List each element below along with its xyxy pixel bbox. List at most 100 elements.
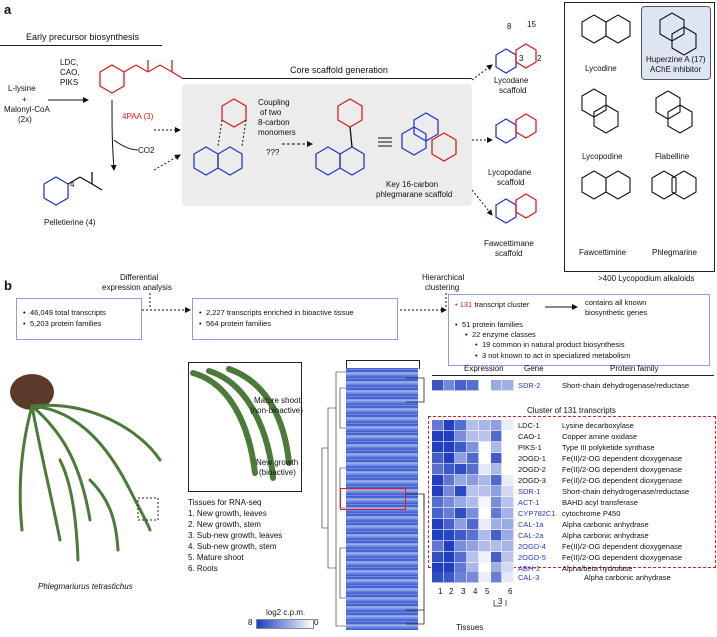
heatmap-cell (490, 530, 503, 541)
heatmap-cell (432, 453, 444, 464)
cluster-gene-name: CAL-1a (518, 520, 544, 529)
heatmap-cell (467, 530, 479, 541)
tissue-2: 2. New growth, stem (188, 520, 261, 529)
heatmap-cell (443, 475, 456, 486)
header-expression: Expression (464, 364, 504, 373)
box3-unknown: 3 not known to act in specialized metabo… (475, 350, 630, 361)
alkaloid-structures (581, 12, 697, 200)
cluster-gene-name: ACT-1 (518, 498, 540, 507)
cluster-gene-name: LDC-1 (518, 421, 540, 430)
cluster-gene-family: Fe(II)/2-OG dependent dioxygenase (562, 465, 683, 474)
tissue-6: 6. Roots (188, 564, 218, 573)
cluster-gene-family: Lysine decarboxylase (562, 421, 634, 430)
atom-8: 8 (507, 22, 512, 31)
zoom-lines (406, 377, 425, 625)
heatmap-row (432, 464, 515, 475)
heatmap-cell (455, 475, 468, 486)
cluster-rest: transcript cluster (472, 300, 530, 309)
heatmap-cell (502, 486, 515, 497)
cluster-gene-name: 2OGD-1 (518, 454, 546, 463)
heatmap-cell (478, 519, 491, 530)
heatmap-cell (443, 508, 456, 519)
heatmap-cell (443, 552, 456, 563)
plant-name: Phlegmariurus tetrastichus (38, 582, 133, 591)
heatmap-cell (490, 453, 503, 464)
heatmap-cell (432, 380, 444, 391)
heatmap-cell (478, 380, 491, 391)
heatmap-cell (455, 552, 468, 563)
heatmap-cell (432, 431, 444, 442)
heatmap-cell (490, 442, 503, 453)
heatmap-cell (490, 475, 503, 486)
heatmap-cell (432, 475, 444, 486)
heatmap-cell (502, 420, 515, 431)
alkaloid-box (564, 2, 715, 272)
scaffold-fawcettimane-sub: scaffold (495, 249, 523, 258)
heatmap-cell (432, 486, 444, 497)
scale-bar (256, 619, 314, 629)
heatmap-cell (490, 486, 503, 497)
box2-transcripts: 2,227 transcripts enriched in bioactive … (199, 307, 397, 318)
heatmap-cell (443, 541, 456, 552)
alkaloid-lycopodine: Lycopodine (582, 152, 623, 161)
alkaloid-lycodine: Lycodine (585, 64, 617, 73)
heatmap-cell (443, 497, 456, 508)
heatmap-cell (502, 497, 515, 508)
heatmap-cell (443, 530, 456, 541)
heatmap-cell (502, 464, 515, 475)
heatmap-cluster (432, 420, 515, 574)
enzyme-cao: CAO, (60, 68, 80, 77)
heatmap-cell (455, 572, 468, 583)
cluster-gene-name: 2OGD-3 (518, 476, 546, 485)
tissue-tick-label: 3 (461, 587, 466, 596)
heatmap-cell (502, 380, 515, 391)
tissue-5: 5. Mature shoot (188, 553, 244, 562)
pelletierine-label: Pelletierine (4) (44, 218, 96, 227)
heatmap-cell (467, 431, 479, 442)
heatmap-cell (478, 497, 491, 508)
tissue-tick-label: 1 (438, 587, 443, 596)
cluster-gene-family: cytochrome P450 (562, 509, 621, 518)
heatmap-row (432, 442, 515, 453)
heatmap-cell (432, 464, 444, 475)
alkaloid-huperzine-sub: AChE inhibitor (650, 65, 702, 74)
mature-shoot-2: (non-bioactive) (250, 406, 303, 415)
heatmap-cell (432, 519, 444, 530)
box3-classes: 22 enzyme classes (465, 329, 536, 340)
heatmap-row (432, 530, 515, 541)
heatmap-cell (443, 453, 456, 464)
key-scaffold-line-2: phlegmarane scaffold (376, 190, 453, 199)
cluster-gene-family: Alpha carbonic anhydrase (562, 520, 649, 529)
heatmap-cell (478, 420, 491, 431)
heatmap-row (432, 552, 515, 563)
alkaloid-huperzine: Huperzine A (17) (646, 55, 706, 64)
tissue-tick-label: 2 (449, 587, 454, 596)
cluster-gene-family: Alpha carbonic anhydrase (562, 531, 649, 540)
tissue-4: 4. Sub-new growth, stem (188, 542, 277, 551)
contains-arrow (545, 304, 578, 310)
tissue-tick-label: 6 (508, 587, 513, 596)
heatmap-cell (432, 508, 444, 519)
scale-min: 8 (248, 618, 253, 627)
heatmap-cell (455, 431, 468, 442)
header-rule (432, 375, 714, 376)
cluster-gene-family: Fe(II)/2-OG dependent dioxygenase (562, 476, 683, 485)
heatmap-cell (443, 380, 456, 391)
heatmap-cell (467, 552, 479, 563)
heatmap-cell (467, 442, 479, 453)
inset-box (188, 362, 302, 492)
heatmap-cell (443, 486, 456, 497)
step1-label-1: Differential (120, 273, 159, 282)
panel-a-letter: a (4, 2, 12, 17)
heatmap-cell (478, 453, 491, 464)
heatmap-cell (467, 541, 479, 552)
scaffold-structures (471, 43, 537, 224)
heatmap-cell (432, 552, 444, 563)
heatmap-cell (443, 442, 456, 453)
scaffold-lycopodane-sub: scaffold (497, 178, 525, 187)
heatmap-cell (490, 420, 503, 431)
heatmap-cell (432, 541, 444, 552)
contains-line-1: contains all known (585, 298, 647, 307)
